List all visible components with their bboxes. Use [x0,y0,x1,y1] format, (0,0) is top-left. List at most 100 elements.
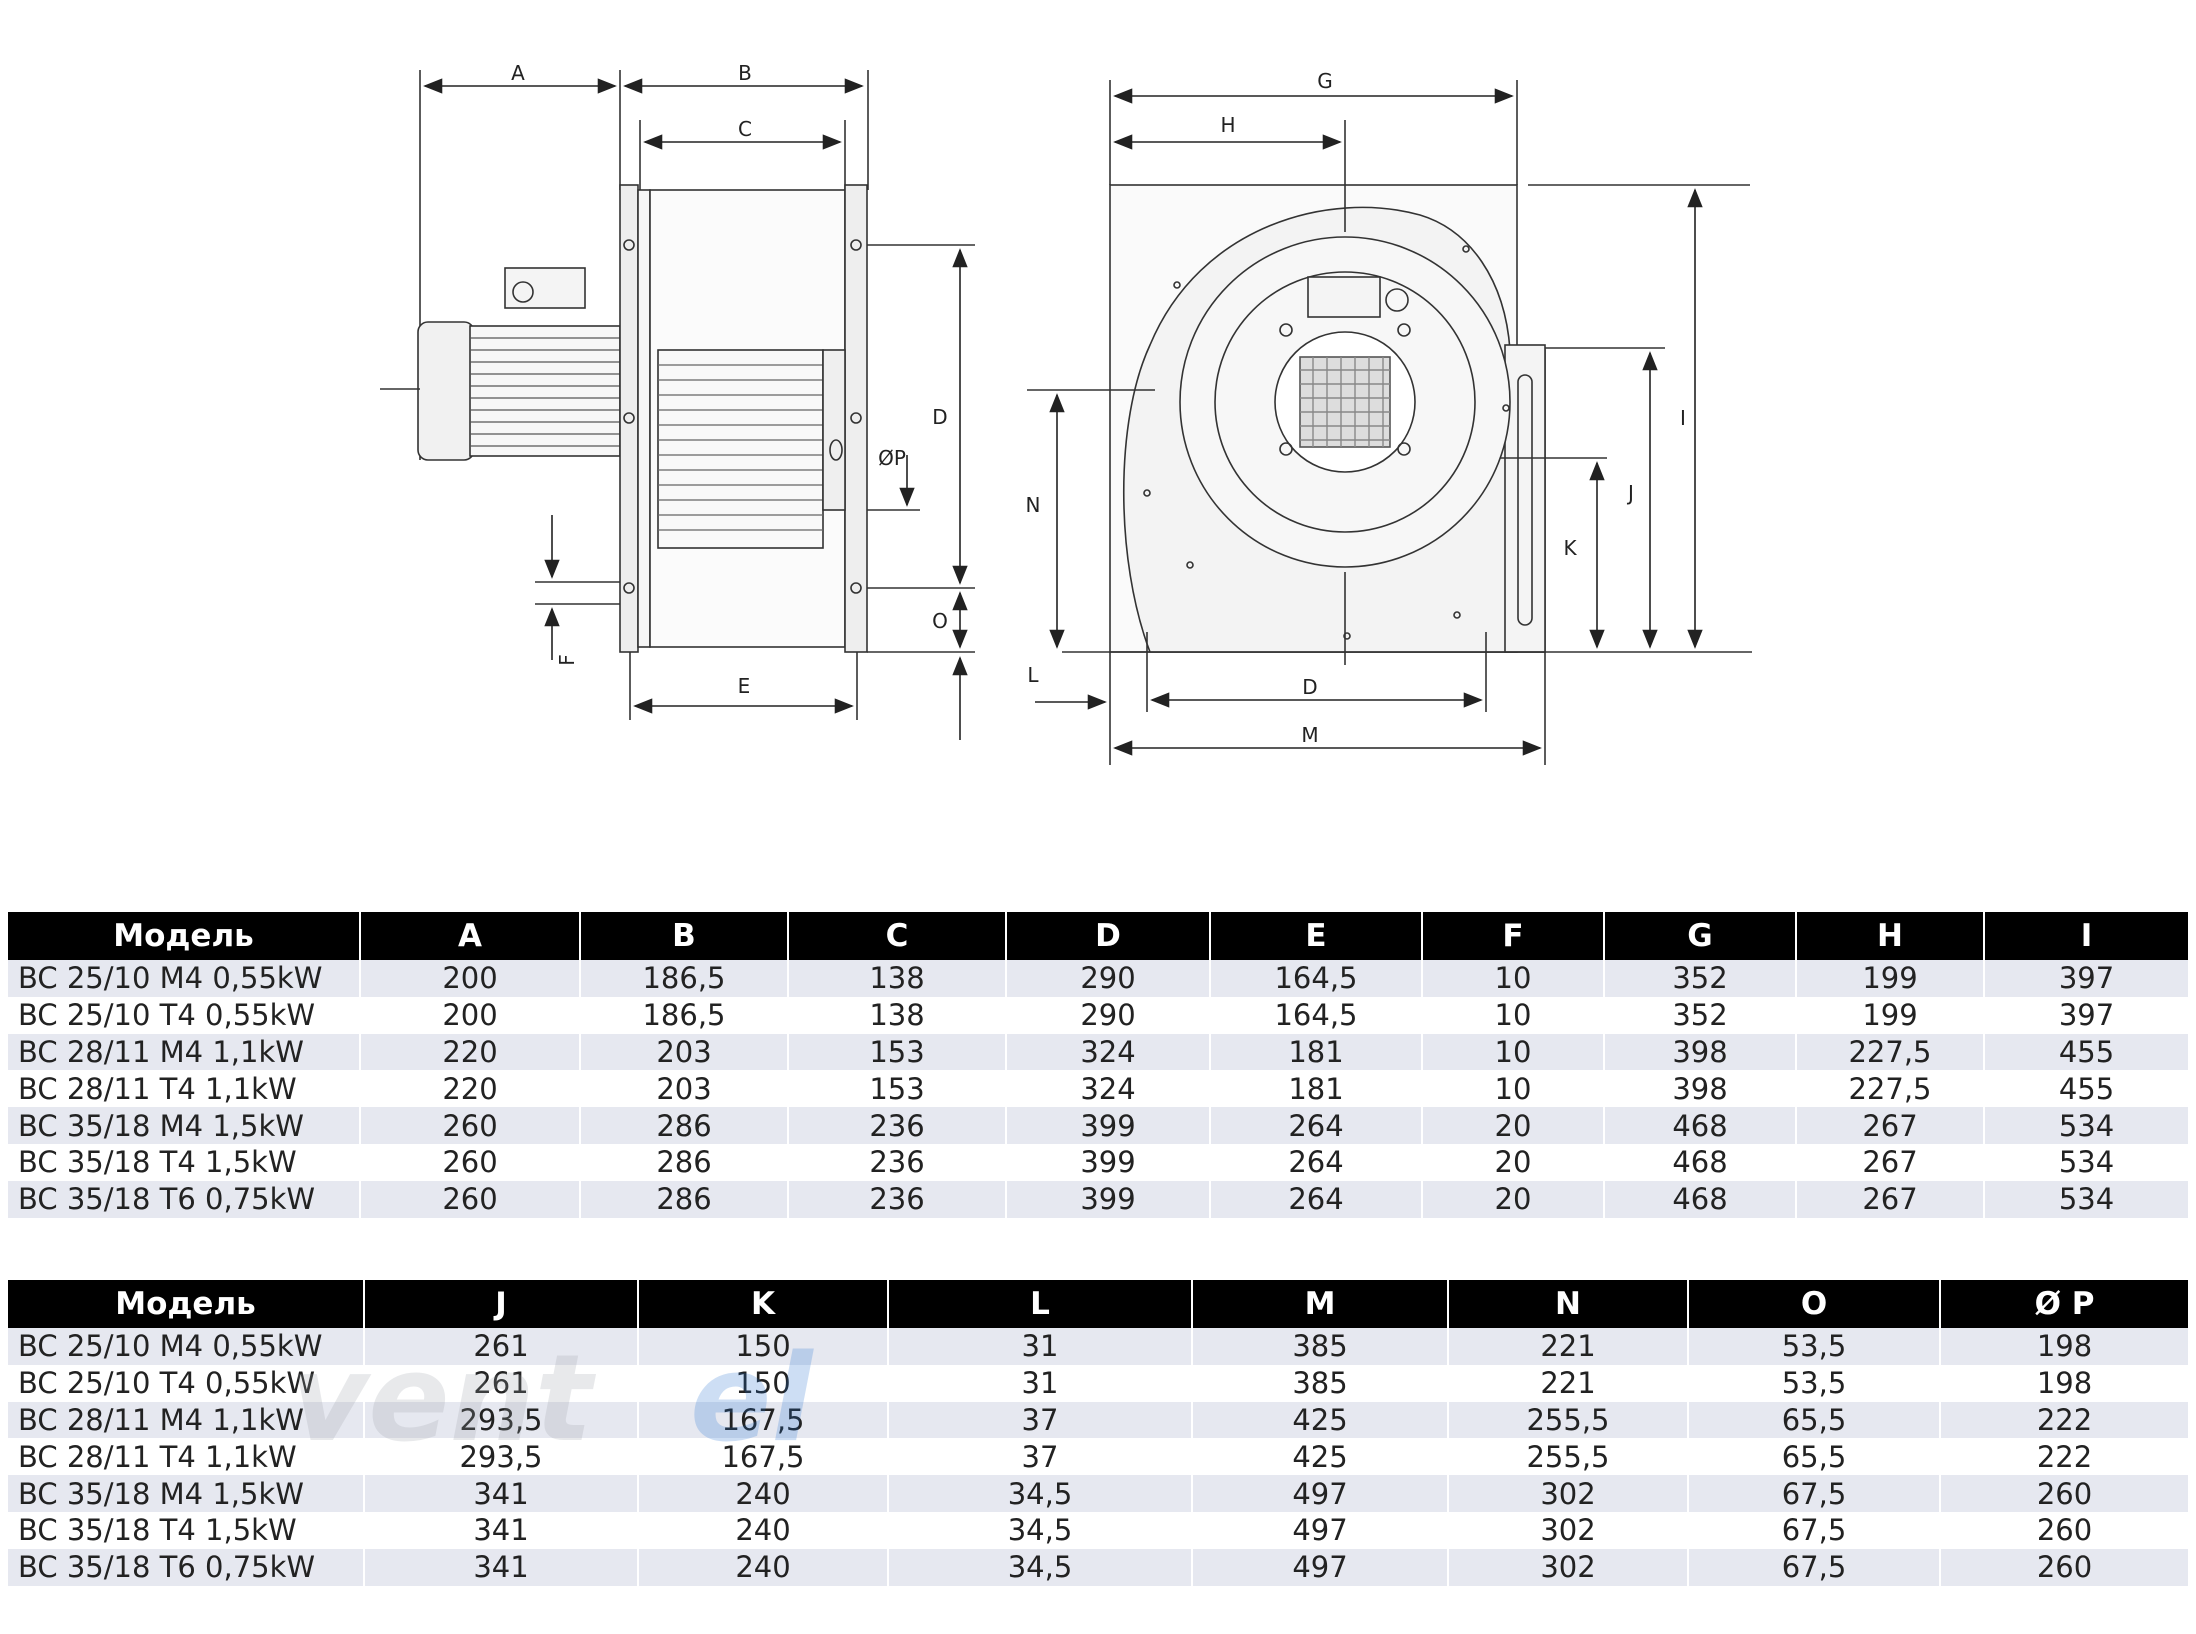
side-view-dimensions [423,78,968,740]
table-cell: 264 [1209,1143,1422,1181]
table-cell: 34,5 [887,1548,1192,1586]
table-cell: 261 [363,1328,638,1365]
table-cell: 534 [1983,1143,2188,1181]
table-cell: 264 [1209,1180,1422,1218]
side-view [380,70,975,720]
column-header: G [1603,912,1796,960]
column-header: N [1447,1280,1688,1328]
model-cell: BC 25/10 T4 0,55kW [8,1364,364,1402]
table-cell: 150 [637,1364,888,1402]
table-cell: 267 [1795,1143,1984,1181]
table-cell: 534 [1983,1180,2188,1218]
table-cell: 10 [1421,960,1604,997]
column-header: M [1191,1280,1448,1328]
table-cell: 324 [1005,1033,1210,1071]
table-cell: 290 [1005,996,1210,1034]
table-cell: 200 [359,960,580,997]
table-cell: 260 [359,1143,580,1181]
table-cell: 220 [359,1033,580,1071]
table-cell: 236 [787,1180,1006,1218]
table-cell: 31 [887,1364,1192,1402]
table-cell: 398 [1603,1033,1796,1071]
table-cell: 199 [1795,996,1984,1034]
table-cell: 341 [363,1475,638,1512]
dim-label-p: ØP [878,446,906,470]
table-cell: 341 [363,1548,638,1586]
table-cell: 286 [579,1107,788,1144]
table-cell: 425 [1191,1438,1448,1476]
table-cell: 153 [787,1070,1006,1108]
model-cell: BC 35/18 T4 1,5kW [8,1143,360,1181]
table-cell: 260 [359,1180,580,1218]
table-cell: 302 [1447,1511,1688,1549]
table-cell: 221 [1447,1364,1688,1402]
table-cell: 399 [1005,1180,1210,1218]
table-cell: 236 [787,1107,1006,1144]
table-cell: 385 [1191,1364,1448,1402]
model-cell: BC 35/18 T4 1,5kW [8,1511,364,1549]
dim-label-a: A [511,61,525,85]
table-cell: 37 [887,1401,1192,1439]
dim-label-o: O [932,609,948,633]
table-cell: 286 [579,1180,788,1218]
column-header: F [1421,912,1604,960]
dim-label-l: L [1027,663,1039,687]
table-cell: 352 [1603,996,1796,1034]
dim-label-d: D [932,405,947,429]
dim-label-f: F [555,654,579,666]
dim-label-e: E [738,674,751,698]
table-cell: 260 [1939,1548,2188,1586]
table-cell: 198 [1939,1328,2188,1365]
table-cell: 222 [1939,1401,2188,1439]
table-cell: 255,5 [1447,1401,1688,1439]
table-cell: 324 [1005,1070,1210,1108]
dim-label-b: B [738,61,752,85]
table-cell: 67,5 [1687,1511,1940,1549]
table-cell: 497 [1191,1511,1448,1549]
table-cell: 302 [1447,1548,1688,1586]
column-header: K [637,1280,888,1328]
dim-label-j: J [1626,481,1634,505]
column-header: C [787,912,1006,960]
table-cell: 227,5 [1795,1033,1984,1071]
table-cell: 260 [1939,1475,2188,1512]
dim-label-k: K [1563,536,1577,560]
table-cell: 150 [637,1328,888,1365]
table-cell: 293,5 [363,1438,638,1476]
table-cell: 286 [579,1143,788,1181]
table-cell: 397 [1983,960,2188,997]
table-cell: 203 [579,1070,788,1108]
column-header: A [359,912,580,960]
dim-label-g: G [1317,69,1333,93]
column-header: Модель [8,1280,364,1328]
column-header: E [1209,912,1422,960]
technical-drawing: A B C D ØP O F E [380,61,1752,765]
table-cell: 198 [1939,1364,2188,1402]
table-cell: 10 [1421,1070,1604,1108]
table-cell: 468 [1603,1107,1796,1144]
table-cell: 138 [787,996,1006,1034]
model-cell: BC 25/10 M4 0,55kW [8,1328,364,1365]
table-cell: 260 [359,1107,580,1144]
column-header: H [1795,912,1984,960]
table-cell: 53,5 [1687,1364,1940,1402]
table-cell: 221 [1447,1328,1688,1365]
table-cell: 398 [1603,1070,1796,1108]
table-cell: 240 [637,1511,888,1549]
table-cell: 20 [1421,1143,1604,1181]
table-cell: 341 [363,1511,638,1549]
table-cell: 399 [1005,1143,1210,1181]
table-cell: 240 [637,1475,888,1512]
table-cell: 138 [787,960,1006,997]
dim-label-d-front: D [1302,675,1317,699]
table-cell: 10 [1421,1033,1604,1071]
